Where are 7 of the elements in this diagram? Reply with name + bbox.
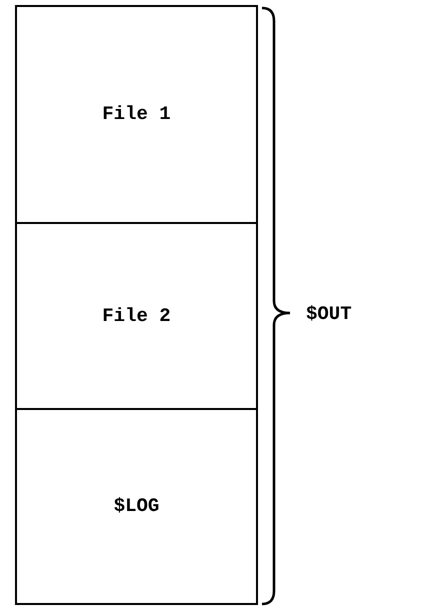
file-segment-box — [15, 222, 258, 410]
segment-label: File 2 — [102, 304, 171, 329]
file-segment-box — [15, 408, 258, 605]
file-segment-box — [15, 5, 258, 224]
brace-label: $OUT — [306, 302, 352, 327]
segment-label: File 1 — [102, 102, 171, 128]
segment-label: $LOG — [114, 494, 160, 520]
